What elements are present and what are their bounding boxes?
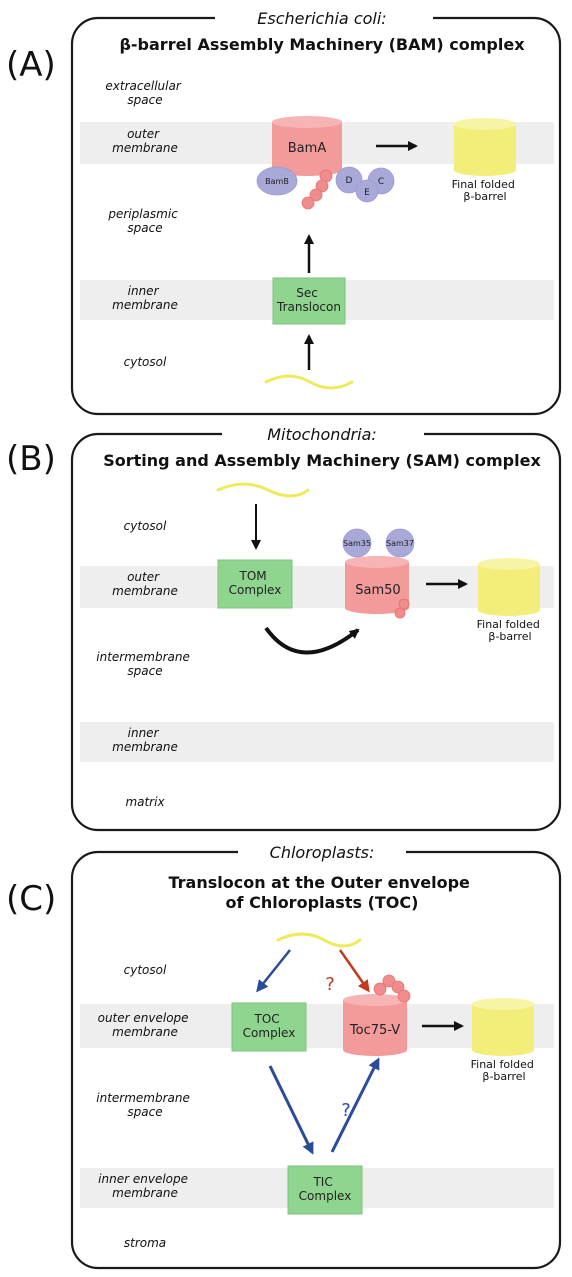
sam50-label: Sam50 [355, 583, 400, 598]
svg-text:BamB: BamB [265, 177, 289, 186]
bamb-subunit: BamB [256, 166, 298, 196]
panel-b-inner-membrane-band [80, 722, 554, 762]
bam-cde-subunits: D C E [335, 166, 395, 203]
sam50-protein: Sam50 [345, 556, 409, 614]
panel-c-region-cytosol: cytosol [124, 963, 167, 977]
toc75-v-label: Toc75-V [349, 1023, 400, 1038]
panel-a-final-label: Final folded β-barrel [452, 178, 519, 203]
panel-c-blue-arrow-toc-to-tic [268, 1065, 314, 1155]
panel-a-unfolded-polypeptide [264, 374, 354, 390]
panel-b-final-barrel [478, 558, 540, 616]
panel-c-title: Translocon at the Outer envelope of Chlo… [169, 873, 476, 912]
panel-a: Escherichia coli: (A) β-barrel Assembly … [6, 8, 562, 416]
svg-text:TOC Complex: TOC Complex [243, 1012, 296, 1040]
panel-c-blue-arrow-to-toc [256, 949, 291, 993]
panel-c-letter: (C) [6, 879, 56, 919]
panel-a-title: β-barrel Assembly Machinery (BAM) comple… [119, 35, 525, 54]
bama-label: BamA [288, 141, 327, 156]
svg-text:TIC Complex: TIC Complex [299, 1175, 352, 1203]
panel-c-final-label: Final folded β-barrel [471, 1058, 538, 1083]
panel-c-red-question-mark: ? [325, 974, 335, 995]
panel-b-title: Sorting and Assembly Machinery (SAM) com… [103, 451, 541, 470]
panel-c-blue-arrow-tic-to-toc75 [330, 1057, 380, 1153]
panel-b-outer-membrane-band [80, 566, 554, 608]
bamc-label: C [378, 177, 384, 187]
panel-a-letter: (A) [6, 45, 56, 85]
panel-a-region-outer-membrane: outer membrane [112, 127, 178, 155]
panel-b-frame [70, 432, 562, 832]
panel-b-letter: (B) [6, 439, 56, 479]
panel-a-region-periplasmic: periplasmic space [107, 207, 181, 235]
toc-complex: TOC Complex [231, 1002, 307, 1052]
panel-b-region-outer-membrane: outer membrane [112, 570, 178, 598]
panel-b-region-inner-membrane: inner membrane [112, 726, 178, 754]
panel-a-region-inner-membrane: inner membrane [112, 284, 178, 312]
sam35-subunit: Sam35 [342, 528, 372, 558]
sam37-subunit: Sam37 [385, 528, 415, 558]
panel-a-organism: Escherichia coli: [257, 9, 386, 28]
sec-translocon: Sec Translocon [272, 277, 346, 325]
svg-text:Sam35: Sam35 [343, 539, 371, 548]
panel-a-region-cytosol: cytosol [124, 355, 167, 369]
panel-b-organism: Mitochondria: [267, 425, 377, 444]
panel-c-region-inner-envelope: inner envelope membrane [98, 1172, 192, 1200]
tom-complex: TOM Complex [217, 559, 293, 609]
toc75-polypeptide-beads [373, 974, 411, 1003]
bama-polypeptide-beads [301, 169, 333, 210]
panel-c-region-intermembrane: intermembrane space [96, 1091, 193, 1119]
panel-c: Chloroplasts: (C) Translocon at the Oute… [6, 842, 562, 1270]
bame-label: E [364, 188, 370, 198]
panel-c-final-barrel [472, 998, 534, 1056]
panel-a-region-extracellular: extracellular space [105, 79, 184, 107]
panel-c-red-arrow-to-toc75 [338, 949, 370, 993]
panel-b-curved-arrow-tom-to-sam [264, 626, 360, 655]
panel-b-final-label: Final folded β-barrel [477, 618, 544, 643]
bamd-label: D [346, 176, 353, 186]
panel-b-region-cytosol: cytosol [124, 519, 167, 533]
panel-c-region-outer-envelope: outer envelope membrane [98, 1011, 193, 1039]
svg-text:TOM Complex: TOM Complex [229, 569, 282, 597]
panel-a-final-barrel [454, 118, 516, 176]
panel-b-region-matrix: matrix [125, 795, 165, 809]
svg-text:Sam37: Sam37 [386, 539, 414, 548]
panel-c-unfolded-polypeptide [276, 932, 362, 948]
panel-c-region-stroma: stroma [124, 1236, 166, 1250]
panel-b-unfolded-polypeptide [216, 482, 310, 498]
sam50-polypeptide-beads [394, 598, 410, 619]
svg-text:Sec Translocon: Sec Translocon [276, 286, 341, 314]
panel-b: Mitochondria: (B) Sorting and Assembly M… [6, 424, 562, 832]
panel-c-blue-question-mark: ? [341, 1100, 351, 1121]
panel-c-organism: Chloroplasts: [270, 843, 375, 862]
tic-complex: TIC Complex [287, 1165, 363, 1215]
bama-protein: BamA [272, 116, 342, 176]
toc75-v-protein: Toc75-V [343, 994, 407, 1056]
panel-b-region-intermembrane: intermembrane space [96, 650, 193, 678]
